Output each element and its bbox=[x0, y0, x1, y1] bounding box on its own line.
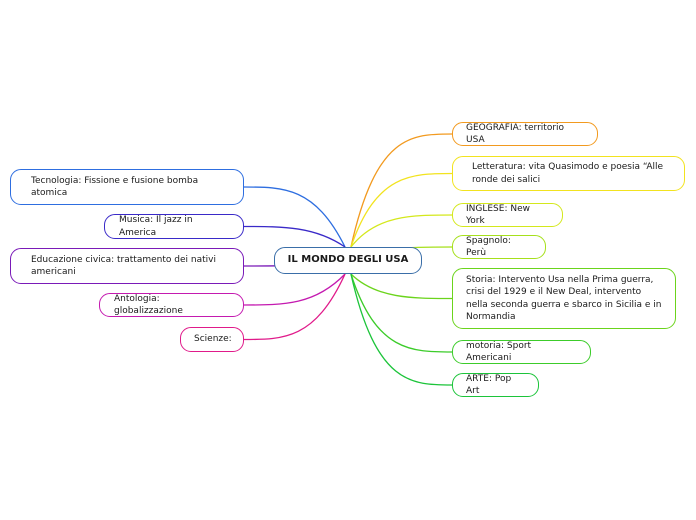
topic-label: ARTE: Pop Art bbox=[466, 373, 512, 397]
connector-musica bbox=[243, 225, 346, 248]
topic-motoria[interactable]: motoria: Sport Americani bbox=[452, 340, 591, 364]
topic-arte[interactable]: ARTE: Pop Art bbox=[452, 373, 539, 397]
connector-antologia bbox=[243, 273, 346, 306]
topic-label: Scienze: bbox=[194, 334, 232, 345]
topic-label: Educazione civica: trattamento dei nativ… bbox=[31, 254, 216, 278]
topic-scienze[interactable]: Scienze: bbox=[180, 327, 244, 352]
topic-storia[interactable]: Storia: Intervento Usa nella Prima guerr… bbox=[452, 268, 676, 329]
topic-label: Storia: Intervento Usa nella Prima guerr… bbox=[466, 274, 662, 323]
connector-storia bbox=[350, 273, 453, 300]
central-topic[interactable]: IL MONDO DEGLI USA bbox=[274, 247, 422, 274]
topic-letteratura[interactable]: Letteratura: vita Quasimodo e poesia “Al… bbox=[452, 156, 685, 191]
topic-spagnolo[interactable]: Spagnolo: Perù bbox=[452, 235, 546, 259]
topic-label: GEOGRAFIA: territorio USA bbox=[466, 122, 565, 146]
topic-antologia[interactable]: Antologia: globalizzazione bbox=[99, 293, 244, 317]
topic-label: INGLESE: New York bbox=[466, 203, 530, 227]
connector-geografia bbox=[350, 133, 453, 248]
connector-letteratura bbox=[350, 172, 453, 248]
topic-label: Antologia: globalizzazione bbox=[114, 293, 183, 317]
topic-label: Musica: Il jazz in America bbox=[119, 215, 193, 238]
topic-label: Tecnologia: Fissione e fusione bomba ato… bbox=[31, 175, 199, 199]
topic-tecnologia[interactable]: Tecnologia: Fissione e fusione bomba ato… bbox=[10, 169, 244, 205]
connector-motoria bbox=[350, 273, 453, 353]
topic-label: Spagnolo: Perù bbox=[466, 235, 511, 259]
topic-inglese[interactable]: INGLESE: New York bbox=[452, 203, 563, 227]
topic-geografia[interactable]: GEOGRAFIA: territorio USA bbox=[452, 122, 598, 146]
topic-label: Letteratura: vita Quasimodo e poesia “Al… bbox=[472, 162, 664, 185]
topic-label: motoria: Sport Americani bbox=[466, 340, 532, 364]
topic-educazione-civica[interactable]: Educazione civica: trattamento dei nativ… bbox=[10, 248, 244, 284]
connector-inglese bbox=[350, 214, 453, 248]
connector-arte bbox=[350, 273, 453, 386]
topic-musica[interactable]: Musica: Il jazz in America bbox=[104, 214, 244, 239]
connector-tecnologia bbox=[243, 186, 346, 248]
central-topic-label: IL MONDO DEGLI USA bbox=[287, 254, 409, 266]
connector-scienze bbox=[243, 273, 346, 341]
